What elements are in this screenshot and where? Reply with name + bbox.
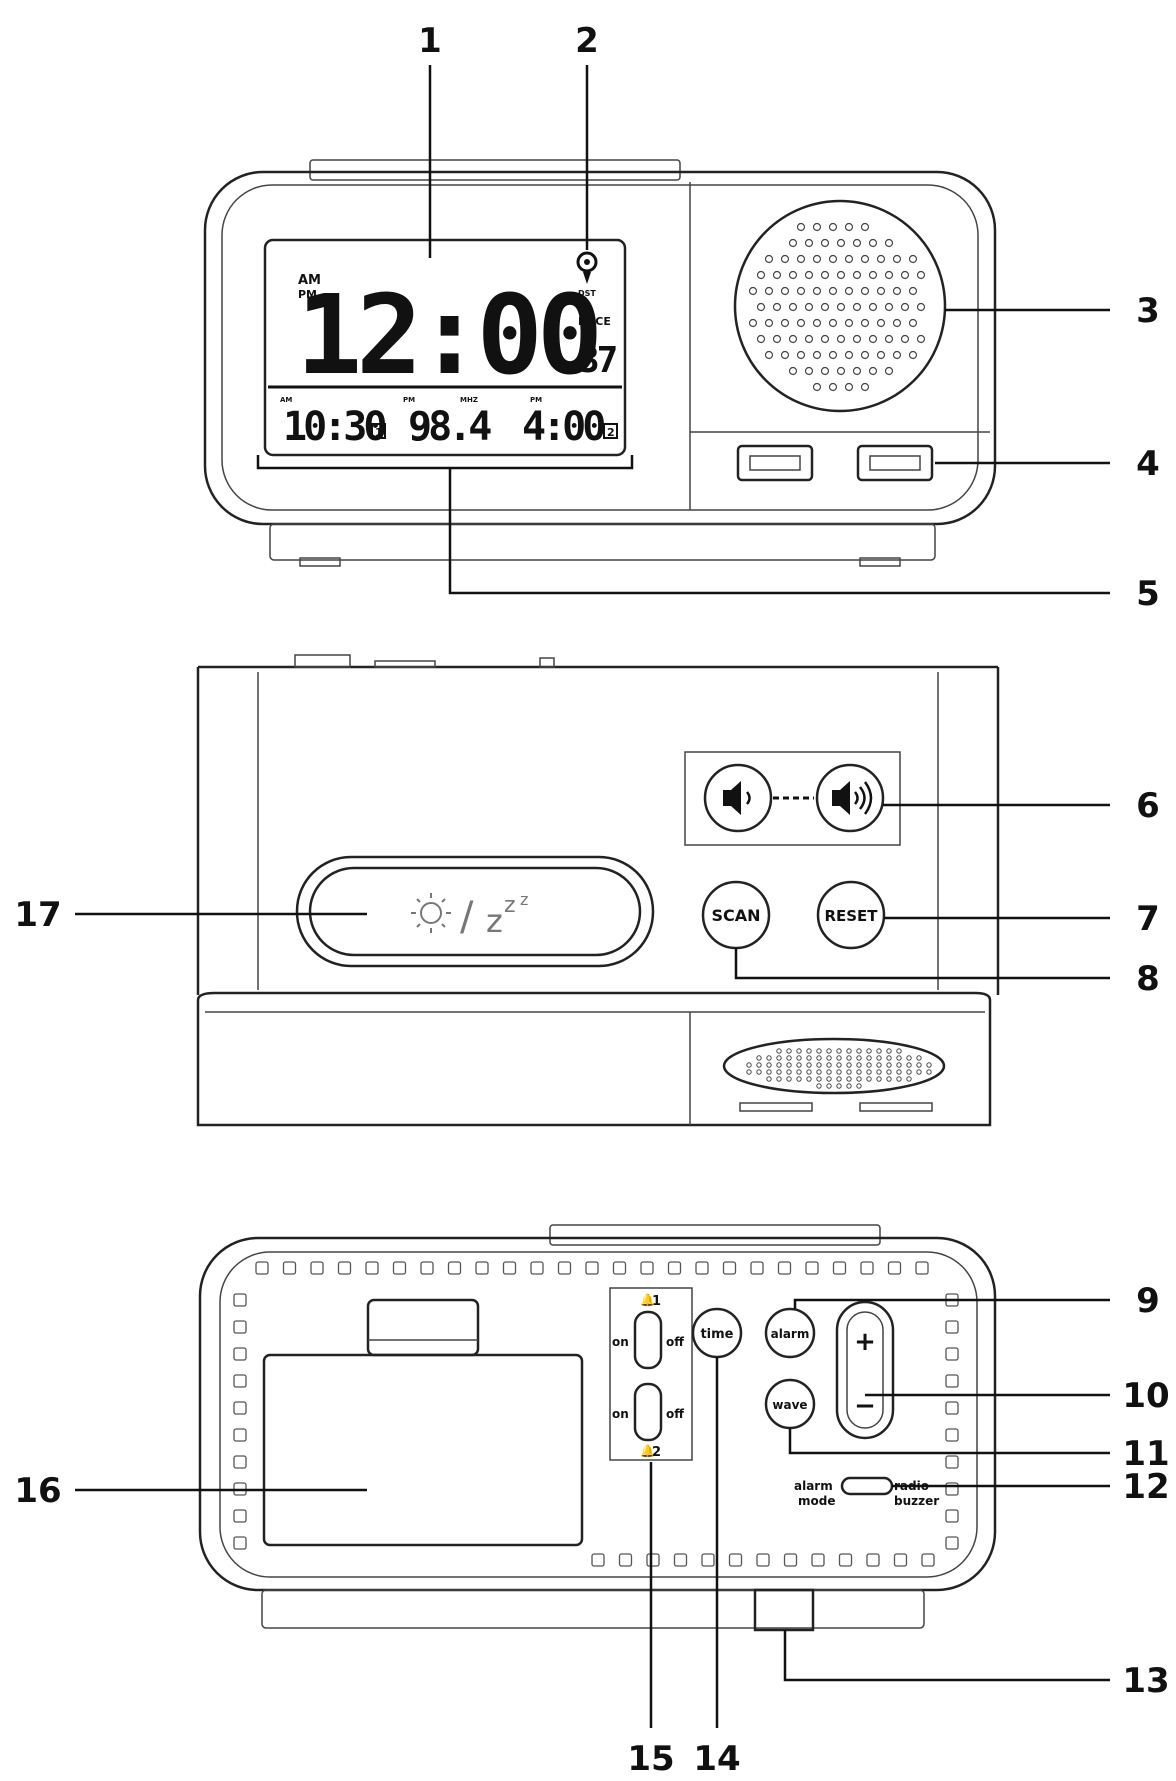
am-indicator: AM (298, 273, 321, 288)
antenna-jack (753, 1588, 815, 1632)
alarm2-switch[interactable] (633, 1382, 663, 1442)
switch-panel (609, 1287, 693, 1461)
speaker-grille (733, 199, 947, 413)
switch1-off-label: off (666, 1335, 684, 1349)
alarm-mode-slider[interactable] (840, 1476, 894, 1496)
alarm1-time-readout: 10:30 (283, 404, 385, 450)
front-view: AM PM 12:00 DST PNCE 37 AM 10:30 1 PM MH… (203, 159, 997, 567)
mhz-indicator: MHZ (460, 396, 478, 404)
pnce-indicator: PNCE (578, 315, 611, 328)
switch2-label: 2 (652, 1445, 661, 1460)
callout-1: 1 (418, 21, 442, 61)
pm-indicator: PM (298, 288, 317, 301)
alarm1-badge: 1 (375, 426, 383, 439)
battery-compartment[interactable] (262, 1353, 584, 1547)
switch2-on-label: on (612, 1407, 629, 1421)
reset-label: RESET (824, 907, 878, 925)
antenna-icon (576, 251, 598, 284)
top-speaker-grille (722, 1037, 946, 1095)
callout-7: 7 (1136, 899, 1160, 939)
callout-10: 10 (1122, 1376, 1169, 1416)
svg-text:z: z (486, 902, 503, 940)
time-label: time (700, 1327, 733, 1342)
switch2-bell-icon: 🔔 (640, 1444, 655, 1458)
switch1-label: 1 (652, 1294, 661, 1309)
plus-label: + (854, 1327, 876, 1357)
switch2-off-label: off (666, 1407, 684, 1421)
callout-11: 11 (1122, 1434, 1169, 1474)
switch1-bell-icon: 🔔 (640, 1293, 655, 1307)
alarm-label: alarm (771, 1327, 810, 1341)
callout-4: 4 (1136, 444, 1160, 484)
lcd-display (263, 238, 627, 457)
sub-am-indicator: AM (280, 396, 292, 404)
speaker-holes (748, 222, 926, 392)
callout-5: 5 (1136, 574, 1160, 614)
main-time-readout: 12:00 (296, 271, 597, 399)
alarm-button[interactable] (764, 1307, 816, 1359)
snooze-slash: / (460, 894, 474, 940)
callout-numbers: 1 2 3 4 5 6 7 8 9 10 11 12 13 14 15 16 1… (14, 21, 1169, 1779)
ventilation-holes (233, 1261, 959, 1567)
alarm-mode-label-1: alarm (794, 1479, 833, 1493)
volume-up-button[interactable] (815, 763, 885, 833)
dst-indicator: DST (578, 289, 596, 298)
callout-14: 14 (693, 1739, 740, 1779)
alarm2-badge: 2 (607, 426, 615, 439)
back-view: 🔔 1 on off on off 🔔 2 time alarm wave + … (198, 1224, 997, 1632)
reset-button[interactable] (816, 880, 886, 950)
battery-clip[interactable] (366, 1298, 480, 1357)
volume-down-icon (723, 781, 751, 815)
switch1-on-label: on (612, 1335, 629, 1349)
callout-12: 12 (1122, 1467, 1169, 1507)
wave-label: wave (772, 1398, 807, 1412)
alarm2-time-readout: 4:00 (522, 404, 604, 450)
leader-lines (75, 65, 1110, 1728)
volume-down-button[interactable] (703, 763, 773, 833)
light-icon (411, 893, 451, 933)
callout-16: 16 (14, 1471, 61, 1511)
top-view: / z z z SCAN RESET (196, 654, 1000, 1127)
callout-3: 3 (1136, 291, 1160, 331)
callout-17: 17 (14, 895, 61, 935)
volume-up-icon (832, 781, 873, 815)
usb-ports (736, 444, 934, 482)
svg-text:z: z (504, 893, 516, 918)
alarm1-switch[interactable] (633, 1310, 663, 1370)
callout-15: 15 (627, 1739, 674, 1779)
callout-8: 8 (1136, 959, 1160, 999)
top-speaker-holes (746, 1048, 932, 1089)
sleep-zz-icon: z z z (486, 890, 528, 940)
buzzer-label: buzzer (894, 1494, 939, 1508)
callout-6: 6 (1136, 786, 1160, 826)
seconds-readout: 37 (578, 340, 616, 381)
sub-pm-indicator-2: PM (530, 396, 542, 404)
callout-9: 9 (1136, 1281, 1160, 1321)
alarm-mode-label-2: mode (798, 1494, 835, 1508)
snooze-light-bar[interactable] (295, 855, 655, 968)
minus-label: − (854, 1391, 876, 1421)
radio-frequency-readout: 98.4 (408, 404, 491, 450)
callout-13: 13 (1122, 1661, 1169, 1701)
svg-text:z: z (520, 890, 528, 909)
plus-minus-rocker[interactable] (835, 1300, 895, 1440)
scan-label: SCAN (711, 906, 760, 925)
sub-pm-indicator: PM (403, 396, 415, 404)
callout-2: 2 (575, 21, 599, 61)
volume-panel (684, 751, 901, 846)
